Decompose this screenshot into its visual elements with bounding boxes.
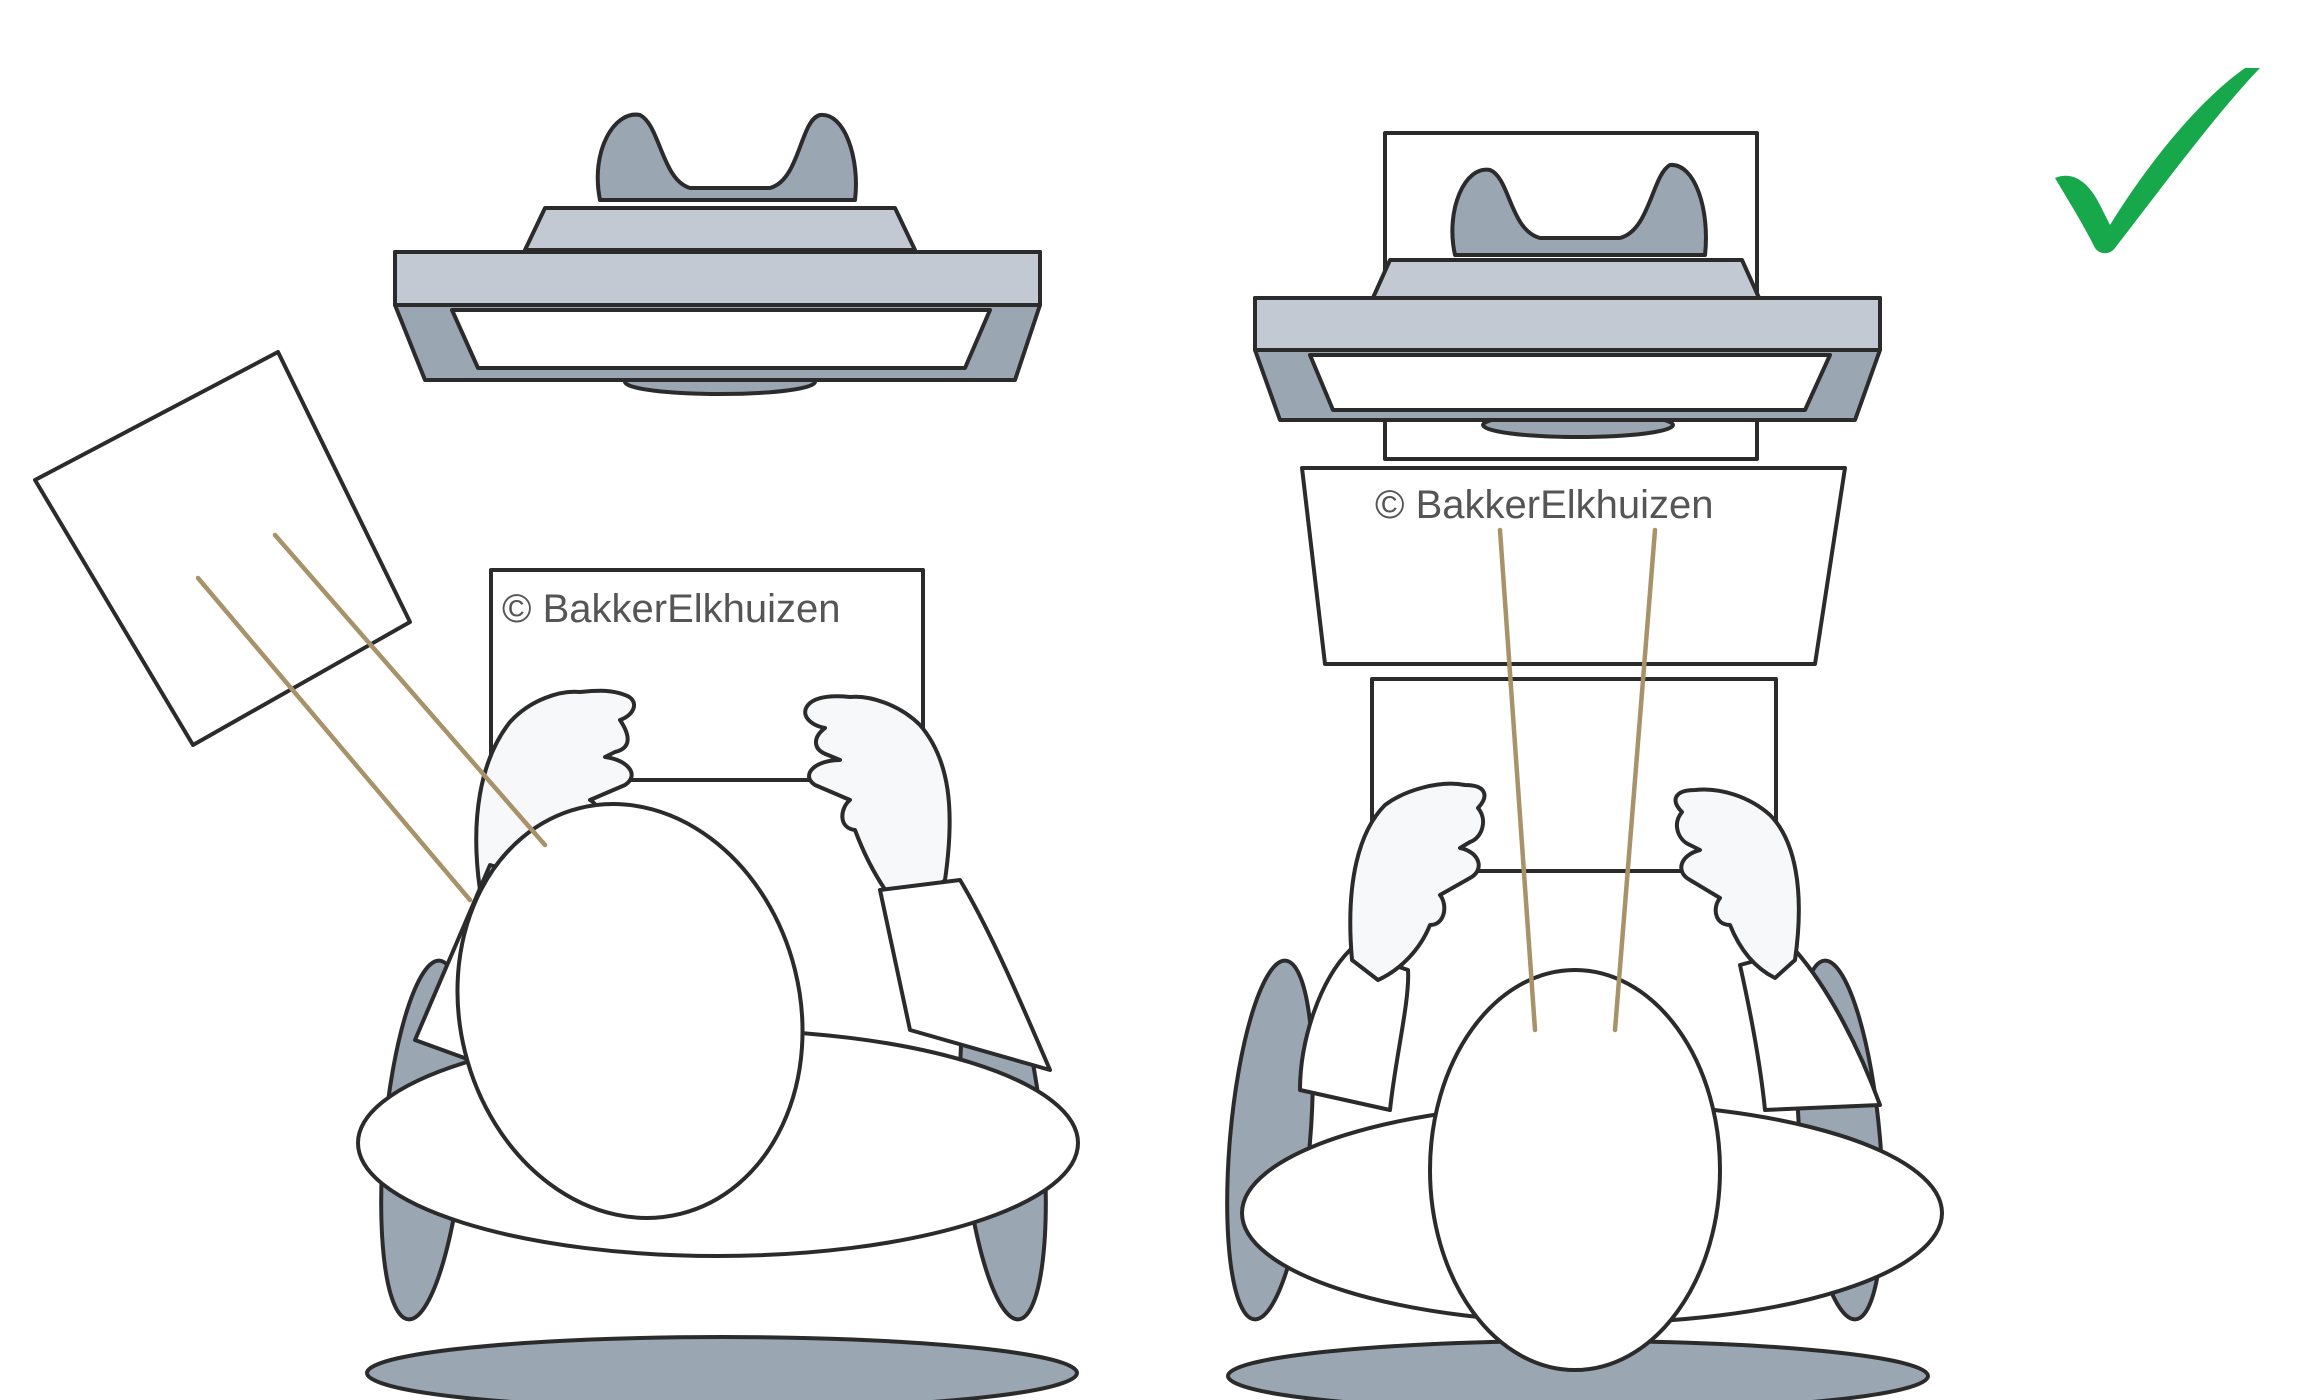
left-hand-right xyxy=(803,694,952,917)
right-monitor-top-edge xyxy=(1253,296,1882,352)
left-copyright-text: © BakkerElkhuizen xyxy=(502,587,841,631)
right-hand-right xyxy=(1673,787,1801,980)
left-monitor-stand xyxy=(595,112,858,202)
right-sleeve-left xyxy=(1298,948,1411,1112)
right-monitor-screen xyxy=(1308,353,1832,412)
right-hand-left xyxy=(1348,781,1487,982)
check-icon xyxy=(2055,68,2260,254)
left-scene: © BakkerElkhuizen xyxy=(33,112,1080,1400)
right-sight-line-1 xyxy=(1497,527,1538,1033)
left-sight-line-2 xyxy=(272,532,548,848)
left-chair-base xyxy=(365,1335,1079,1400)
right-sight-line-2 xyxy=(1612,527,1658,1033)
right-monitor-stand xyxy=(1450,163,1708,257)
right-head xyxy=(1428,968,1722,1372)
left-monitor-neck xyxy=(523,206,917,252)
left-sight-line-1 xyxy=(195,575,473,903)
right-copyright-text: © BakkerElkhuizen xyxy=(1375,483,1714,527)
right-sleeve-right xyxy=(1738,948,1882,1112)
right-monitor-neck xyxy=(1370,258,1762,302)
left-monitor-top-edge xyxy=(393,250,1042,307)
left-sleeve-right xyxy=(878,878,1052,1072)
left-monitor-screen xyxy=(450,308,992,370)
right-monitor xyxy=(1253,163,1882,439)
left-document xyxy=(33,350,412,747)
left-head xyxy=(455,802,805,1220)
left-monitor xyxy=(393,112,1042,396)
right-document-holder xyxy=(1300,466,1847,666)
right-scene: © BakkerElkhuizen xyxy=(1225,131,1944,1400)
